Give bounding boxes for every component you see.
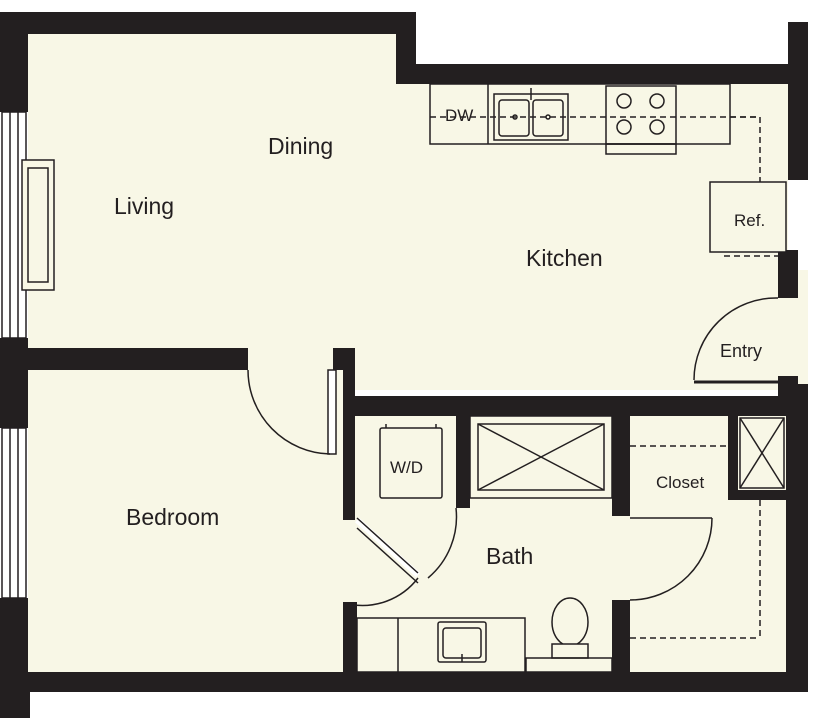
room-label-living: Living [114,193,174,219]
entry-door [693,297,779,384]
walls [0,12,808,718]
fixture-label-refrigerator: Ref. [734,211,765,230]
wd-door [427,507,458,579]
room-label-closet: Closet [656,473,704,492]
mechanical-shaft [739,417,785,489]
right-notch [808,570,825,610]
shower [469,415,613,499]
doors [247,297,779,607]
range-stove [605,85,677,155]
toilet [525,597,613,673]
kitchen-sink [493,88,569,141]
bedroom-door [247,369,337,455]
room-label-entry: Entry [720,341,762,361]
closet-door [629,517,713,601]
windows [1,111,825,610]
room-label-bath: Bath [486,543,533,569]
kitchen-counter [429,83,731,145]
kitchen-fixtures [429,83,787,257]
fixture-label-washer-dryer: W/D [390,458,423,477]
bedroom-window [1,427,27,599]
closet-outline [630,445,761,639]
room-label-bedroom: Bedroom [126,504,219,530]
vanity [356,617,526,673]
fixture-label-dishwasher: DW [445,106,473,125]
bath-fixtures [356,415,785,673]
fixture-labels: DW Ref. W/D [390,106,765,477]
refrigerator [709,181,787,257]
bath-door [347,517,421,607]
washer-dryer [379,424,443,499]
room-label-kitchen: Kitchen [526,245,603,271]
room-labels: Living Dining Kitchen Entry Bedroom Bath… [114,133,762,569]
room-label-dining: Dining [268,133,333,159]
fireplace-inner [27,167,49,283]
